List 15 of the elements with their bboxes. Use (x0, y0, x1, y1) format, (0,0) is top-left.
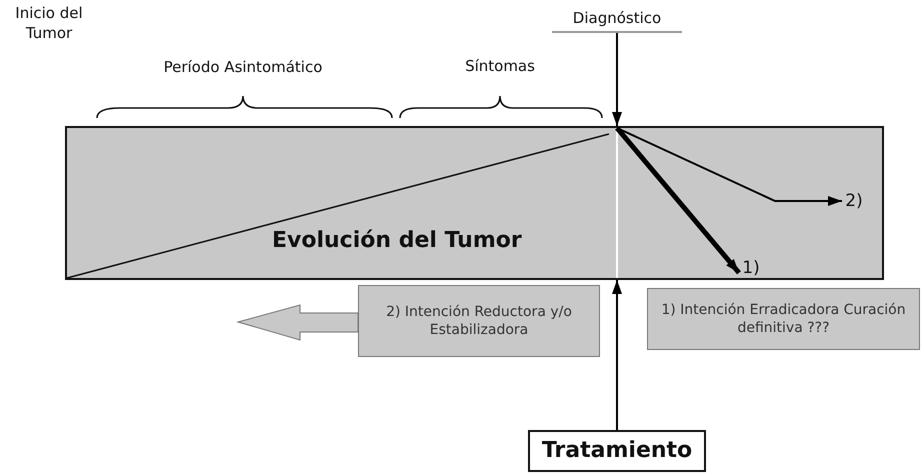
callout-box: 2) Intención Reductora y/o Estabilizadora (358, 285, 600, 357)
arrow (615, 126, 741, 274)
outcome-marker: 1) (739, 256, 763, 280)
arrow (616, 127, 842, 206)
outcome-marker: 2) (842, 189, 866, 213)
period-label: Período Asintomático (162, 58, 324, 78)
arrow (612, 280, 622, 430)
arrow (612, 33, 622, 126)
period-label: Inicio del Tumor (14, 4, 84, 43)
bar-title: Evolución del Tumor (272, 228, 522, 253)
period-label: Síntomas (464, 57, 536, 76)
timeline-bar (65, 126, 884, 280)
callout-box: 1) Intención Erradicadora Curación definitiva ??? (647, 288, 920, 350)
process-box: Tratamiento (528, 430, 706, 472)
milestone-label: Diagnóstico (552, 6, 682, 33)
